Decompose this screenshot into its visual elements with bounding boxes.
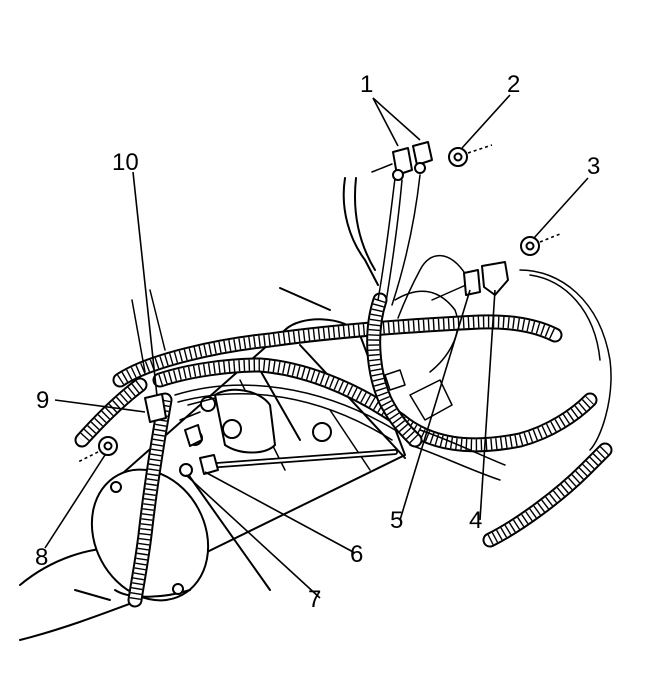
callout-3: 3	[587, 153, 600, 180]
wires	[131, 174, 612, 469]
bellhousing	[279, 177, 459, 421]
callout-6: 6	[350, 541, 363, 568]
callout-2: 2	[507, 71, 520, 98]
callout-4: 4	[469, 507, 482, 534]
upper-terminals	[371, 141, 493, 181]
callout-8: 8	[35, 544, 48, 571]
callout-10: 10	[112, 149, 139, 176]
callout-9: 9	[36, 387, 49, 414]
callout-7: 7	[308, 586, 321, 613]
starter-solenoid-terminals	[77, 393, 219, 477]
wiring-harness	[74, 292, 613, 608]
callout-5: 5	[390, 507, 403, 534]
leader-lines	[44, 94, 589, 599]
right-terminals	[431, 233, 561, 301]
callout-labels: 1 2 3 4 5 6 7 8 9 10	[35, 71, 600, 613]
callout-1: 1	[360, 71, 373, 98]
